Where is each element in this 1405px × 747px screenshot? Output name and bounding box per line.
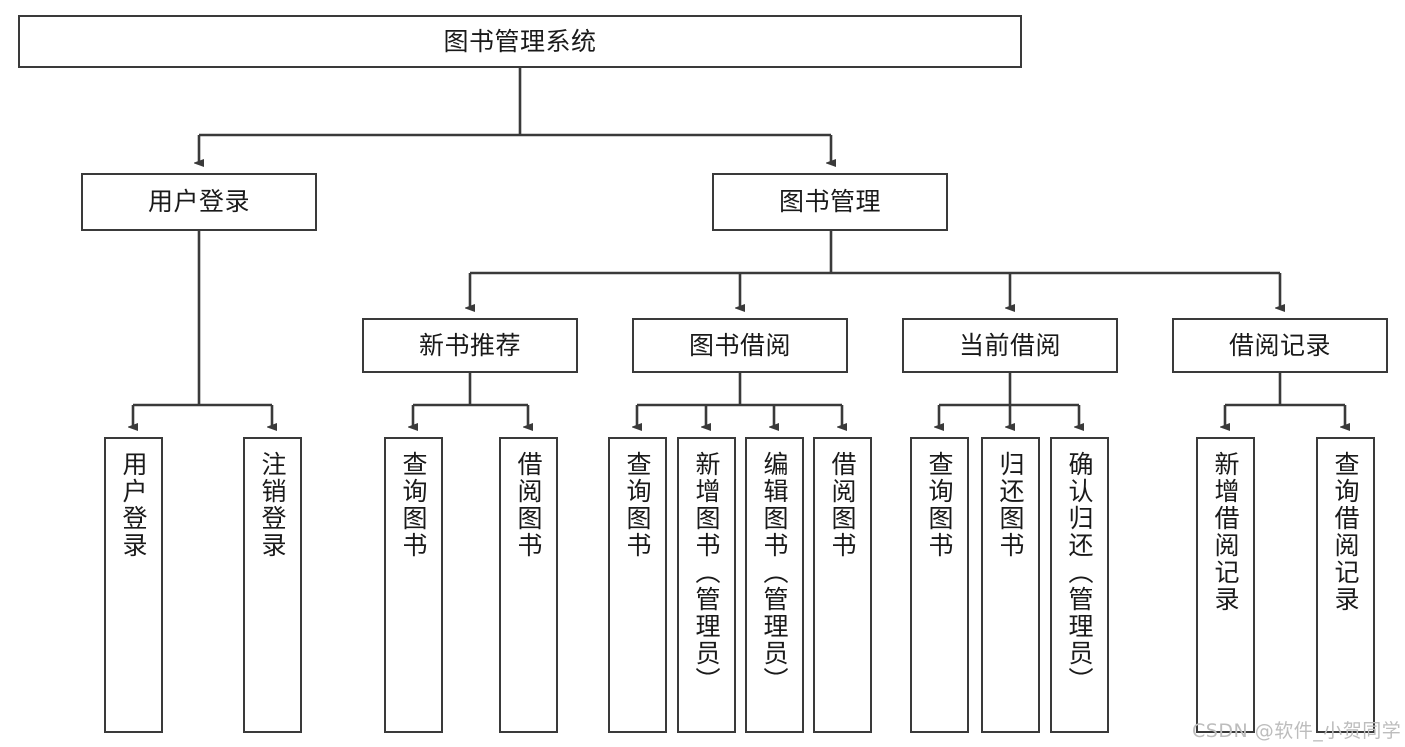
- node-label: 借阅图书: [514, 451, 543, 559]
- leaf-record-query-borrow-record[interactable]: 查询借阅记录: [1316, 437, 1375, 733]
- node-label: 确认归还（管理员）: [1065, 451, 1094, 694]
- node-root-book-management-system[interactable]: 图书管理系统: [18, 15, 1022, 68]
- node-label: 查询借阅记录: [1331, 451, 1360, 613]
- leaf-recommend-query-book[interactable]: 查询图书: [384, 437, 443, 733]
- leaf-user-login-signout[interactable]: 注销登录: [243, 437, 302, 733]
- node-book-borrow[interactable]: 图书借阅: [632, 318, 848, 373]
- leaf-borrow-edit-book-admin[interactable]: 编辑图书（管理员）: [745, 437, 804, 733]
- node-label: 用户登录: [119, 451, 148, 559]
- leaf-recommend-borrow-book[interactable]: 借阅图书: [499, 437, 558, 733]
- leaf-current-confirm-return-admin[interactable]: 确认归还（管理员）: [1050, 437, 1109, 733]
- node-label: 新书推荐: [418, 330, 521, 360]
- leaf-borrow-borrow-book[interactable]: 借阅图书: [813, 437, 872, 733]
- node-label: 查询图书: [623, 451, 652, 559]
- node-label: 归还图书: [996, 451, 1025, 559]
- leaf-borrow-add-book-admin[interactable]: 新增图书（管理员）: [677, 437, 736, 733]
- node-label: 图书管理系统: [443, 26, 597, 56]
- leaf-current-query-book[interactable]: 查询图书: [910, 437, 969, 733]
- node-label: 新增借阅记录: [1211, 451, 1240, 613]
- node-book-management[interactable]: 图书管理: [712, 173, 948, 231]
- node-label: 查询图书: [399, 451, 428, 559]
- leaf-borrow-query-book[interactable]: 查询图书: [608, 437, 667, 733]
- node-label: 查询图书: [925, 451, 954, 559]
- node-user-login[interactable]: 用户登录: [81, 173, 317, 231]
- node-label: 图书管理: [778, 187, 881, 217]
- node-label: 当前借阅: [958, 330, 1061, 360]
- node-label: 注销登录: [258, 451, 287, 559]
- node-label: 图书借阅: [688, 330, 791, 360]
- node-label: 借阅图书: [828, 451, 857, 559]
- node-new-book-recommend[interactable]: 新书推荐: [362, 318, 578, 373]
- node-label: 借阅记录: [1228, 330, 1331, 360]
- csdn-watermark: CSDN @软件_小贺同学: [1192, 720, 1402, 742]
- node-label: 编辑图书（管理员）: [760, 451, 789, 694]
- leaf-record-add-borrow-record[interactable]: 新增借阅记录: [1196, 437, 1255, 733]
- node-label: 用户登录: [147, 187, 250, 217]
- leaf-user-login-signin[interactable]: 用户登录: [104, 437, 163, 733]
- node-borrow-record[interactable]: 借阅记录: [1172, 318, 1388, 373]
- node-current-borrow[interactable]: 当前借阅: [902, 318, 1118, 373]
- node-label: 新增图书（管理员）: [692, 451, 721, 694]
- leaf-current-return-book[interactable]: 归还图书: [981, 437, 1040, 733]
